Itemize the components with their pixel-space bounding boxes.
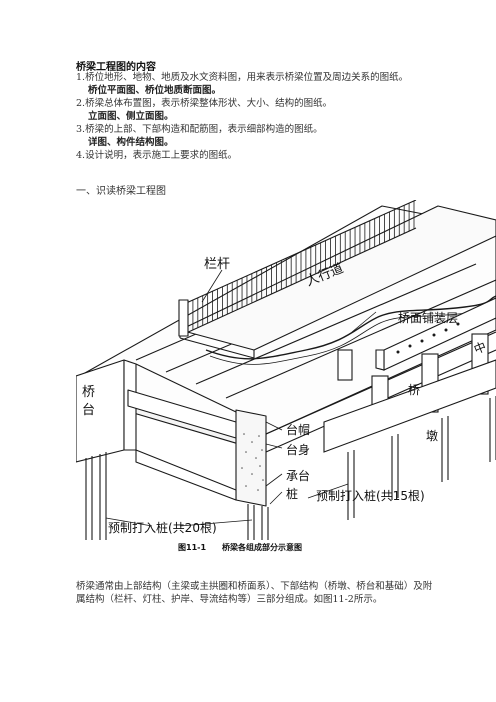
- body-paragraph: 桥梁通常由上部结构（主梁或主拱圈和桥面系）、下部结构（桥墩、桥台和基础）及附属结…: [76, 580, 433, 605]
- figure-caption: 图11-1 桥梁各组成部分示意图: [178, 542, 302, 553]
- label-cap: 台帽: [286, 422, 310, 437]
- label-deck-pavement: 桥面铺装层: [398, 311, 458, 325]
- label-middle: 中: [472, 338, 489, 356]
- bridge-drawing: 栏杆 人行道 桥面铺装层 中 桥 桥 台 墩 台帽 台身 承台 桩 预制打入桩(…: [76, 200, 496, 540]
- document-title: 桥梁工程图的内容: [76, 62, 156, 73]
- content-item-3: 3.桥梁的上部、下部构造和配筋图，表示细部构造的图纸。: [76, 124, 323, 135]
- label-piles-20: 预制打入桩(共20根): [108, 520, 217, 535]
- section-heading: 一、识读桥梁工程图: [76, 186, 166, 197]
- content-item-4: 4.设计说明，表示施工上要求的图纸。: [76, 150, 238, 161]
- content-item-1: 1.桥位地形、地物、地质及水文资料图，用来表示桥梁位置及周边关系的图纸。: [76, 72, 409, 83]
- figure-number: 图11-1: [178, 543, 207, 552]
- label-abutment-1: 桥: [82, 385, 95, 400]
- content-item-3-sub: 详图、构件结构图。: [88, 137, 174, 148]
- label-pier: 墩: [426, 429, 438, 443]
- label-abutment-2: 台: [82, 403, 95, 418]
- label-piles-15: 预制打入桩(共15根): [316, 488, 425, 503]
- label-body: 台身: [286, 442, 310, 457]
- figure-caption-text: 桥梁各组成部分示意图: [222, 543, 303, 552]
- content-item-2-sub: 立面图、侧立面图。: [88, 111, 174, 122]
- content-item-1-sub: 桥位平面图、桥位地质断面图。: [88, 85, 222, 96]
- label-bridge: 桥: [408, 383, 420, 397]
- label-footing: 承台: [286, 468, 310, 483]
- label-pile: 桩: [286, 486, 298, 501]
- label-railing: 栏杆: [204, 257, 230, 272]
- bridge-components-figure: 栏杆 人行道 桥面铺装层 中 桥 桥 台 墩 台帽 台身 承台 桩 预制打入桩(…: [76, 200, 496, 540]
- content-item-2: 2.桥梁总体布置图，表示桥梁整体形状、大小、结构的图纸。: [76, 98, 333, 109]
